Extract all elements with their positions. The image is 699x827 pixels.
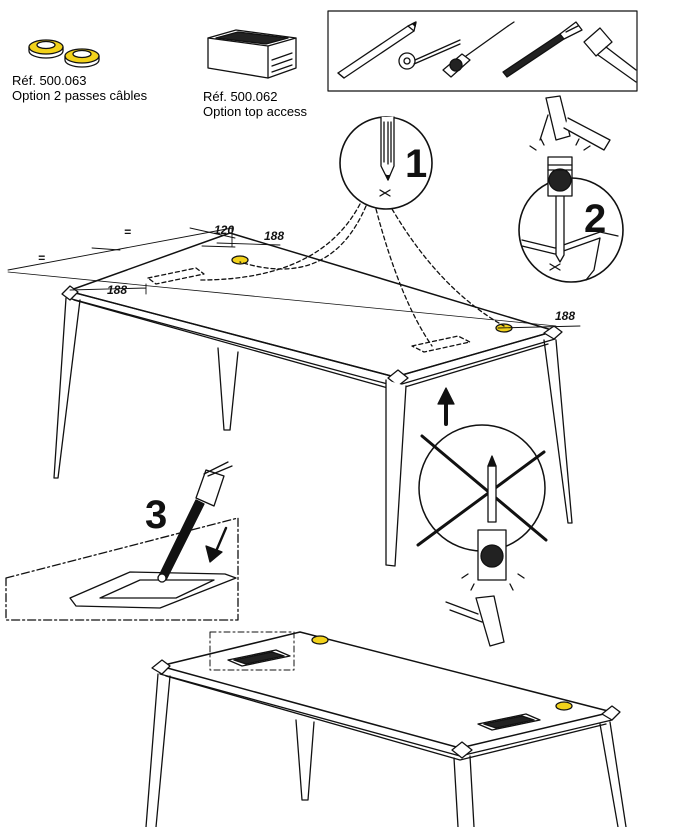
- hammer-icon: [583, 27, 637, 83]
- ref-top-access-desc: Option top access: [203, 104, 308, 119]
- ref-cable-pass-desc: Option 2 passes câbles: [12, 88, 148, 103]
- top-access-box-icon: [207, 29, 297, 79]
- ref-cable-pass-number: Réf. 500.063: [12, 73, 87, 88]
- tools-panel: [327, 10, 638, 92]
- step-number-2: 2: [584, 197, 606, 241]
- drill-bit-icon: [502, 21, 583, 78]
- dim-equal-left: =: [38, 251, 45, 265]
- dim-188-left: 188: [107, 283, 127, 297]
- tape-measure-icon: [398, 39, 461, 70]
- screwdriver-icon: [442, 21, 515, 78]
- dimension-lines: [7, 227, 581, 329]
- dim-188-right: 188: [555, 309, 575, 323]
- step-number-3: 3: [145, 493, 167, 537]
- ref-cable-pass: Réf. 500.063 Option 2 passes câbles: [12, 73, 147, 103]
- ref-top-access: Réf. 500.062 Option top access: [203, 89, 307, 119]
- pencil-icon: [337, 21, 417, 79]
- step-number-1: 1: [405, 142, 427, 186]
- table-leg-front: [385, 379, 407, 567]
- detail-mark-circle: [339, 116, 433, 210]
- ref-top-access-number: Réf. 500.062: [203, 89, 278, 104]
- dim-188-top: 188: [264, 229, 284, 243]
- table-finished: [145, 631, 627, 827]
- table-leg-back: [217, 347, 239, 431]
- detail-cutout-panel: [5, 461, 239, 621]
- dim-120: 120: [214, 223, 234, 237]
- table-main: [53, 203, 573, 567]
- table-leg-left: [53, 297, 81, 479]
- dim-equal-right: =: [124, 225, 131, 239]
- cable-grommet-icon: [28, 39, 100, 68]
- table-leg-right: [543, 339, 573, 524]
- detail-screw-circle: [518, 95, 624, 283]
- prohibited-circle: [416, 387, 548, 647]
